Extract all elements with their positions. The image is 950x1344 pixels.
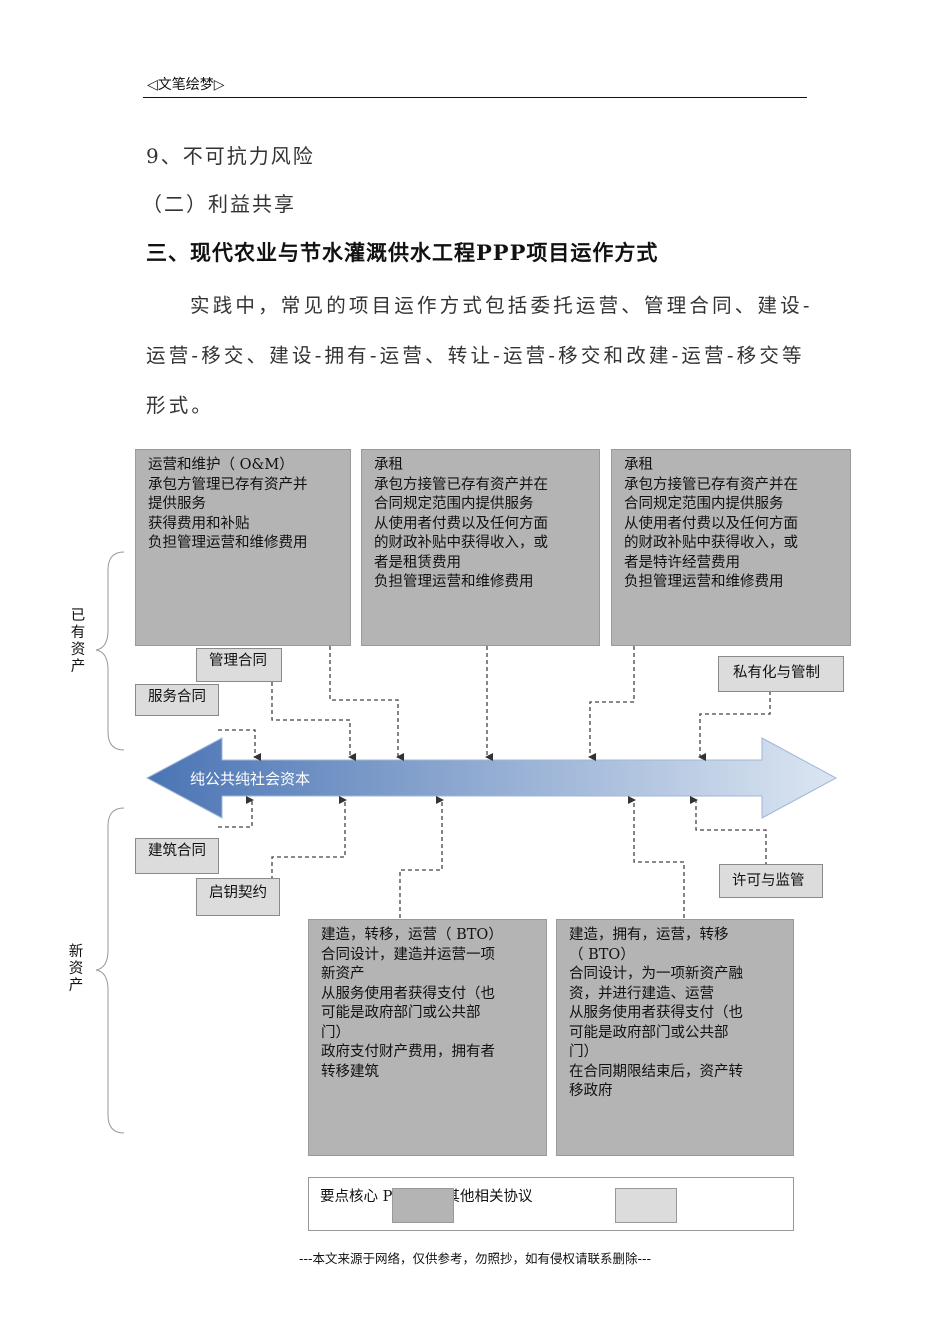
header-rule	[143, 97, 807, 98]
label-management-contract: 管理合同	[196, 648, 282, 682]
connector-construction	[218, 796, 254, 828]
arrow-label: 纯公共纯社会资本	[190, 770, 311, 788]
connector-bto-2	[628, 796, 685, 918]
legend-box	[308, 1177, 794, 1231]
connector-service	[218, 729, 261, 761]
label-new-assets: 新 资 产	[68, 944, 84, 994]
legend-swatch-core	[392, 1188, 454, 1223]
label-turnkey-contract: 启钥契约	[196, 878, 280, 916]
paragraph-line-2: 运营-移交、建设-拥有-运营、转让-运营-移交和改建-运营-移交等	[146, 344, 805, 367]
new-assets-brace	[95, 807, 125, 1134]
label-privatization: 私有化与管制	[718, 656, 844, 692]
paragraph-line-3: 形式。	[146, 394, 215, 417]
paragraph-line-1: 实践中，常见的项目运作方式包括委托运营、管理合同、建设-	[190, 294, 813, 317]
box-lease-2: 承租 承包方接管已存有资产并在 合同规定范围内提供服务 从使用者付费以及任何方面…	[611, 449, 851, 646]
footer-disclaimer: ---本文来源于网络，仅供参考，勿照抄，如有侵权请联系删除---	[298, 1251, 652, 1266]
connector-lease-2	[588, 646, 635, 761]
section-title: 三、现代农业与节水灌溉供水工程PPP项目运作方式	[146, 240, 659, 265]
box-om: 运营和维护（ O&M） 承包方管理已存有资产并 提供服务 获得费用和补贴 负担管…	[135, 449, 351, 646]
label-construction-contract: 建筑合同	[135, 838, 219, 874]
header-logo: ◁文笔绘梦▷	[147, 77, 225, 93]
connector-privatization	[698, 691, 771, 761]
public-private-arrow	[145, 737, 838, 819]
connector-key	[271, 796, 347, 880]
label-existing-assets: 已 有 资 产	[70, 608, 86, 675]
existing-assets-brace	[95, 551, 125, 751]
box-bto-2: 建造，拥有，运营，转移 （ BTO） 合同设计，为一项新资产融 资，并进行建造、…	[556, 919, 794, 1156]
box-bto-1: 建造，转移，运营（ BTO） 合同设计，建造并运营一项 新资产 从服务使用者获得…	[308, 919, 547, 1156]
connector-license	[690, 796, 767, 866]
connector-management	[271, 682, 356, 761]
connector-om	[329, 646, 404, 761]
item-force-majeure: 9、不可抗力风险	[146, 144, 315, 168]
label-license-regulation: 许可与监管	[719, 864, 823, 898]
label-service-contract: 服务合同	[135, 684, 219, 716]
connector-bto-1	[399, 796, 444, 918]
box-lease-1: 承租 承包方接管已存有资产并在 合同规定范围内提供服务 从使用者付费以及任何方面…	[361, 449, 600, 646]
legend-swatch-other	[615, 1188, 677, 1223]
item-benefit-sharing: （二）利益共享	[142, 192, 296, 216]
